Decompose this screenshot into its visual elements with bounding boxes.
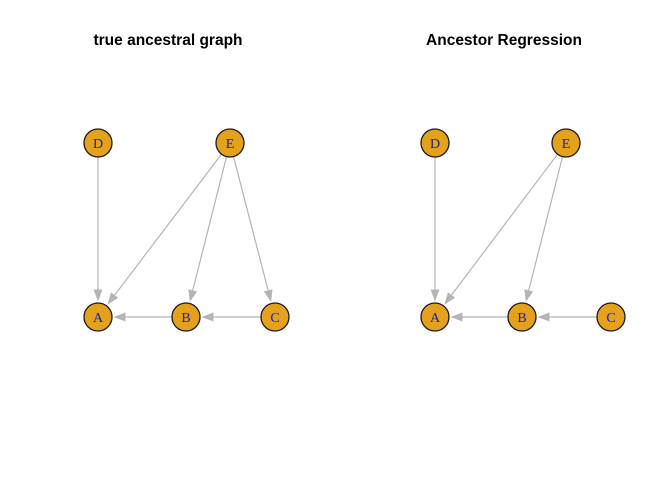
arrowhead-C-B-icon [537, 312, 550, 322]
node-circle-E [551, 128, 581, 158]
node-B: B [507, 302, 537, 332]
arrowhead-B-A-icon [113, 312, 126, 322]
edge-E-A [114, 153, 223, 296]
graph-ancestor-regression: D E A B C [420, 128, 626, 332]
node-circle-B [507, 302, 537, 332]
node-label-A: A [430, 311, 441, 326]
node-circle-C [260, 302, 290, 332]
node-label-C: C [606, 311, 615, 326]
node-E: E [215, 128, 245, 158]
edge-E-A [451, 153, 559, 296]
node-A: A [420, 302, 450, 332]
graph-true-ancestral: D E A B C [83, 128, 290, 332]
arrowhead-E-B-icon [524, 289, 534, 302]
arrowhead-E-A-icon [107, 292, 119, 305]
arrowhead-D-A-icon [93, 289, 103, 302]
node-label-B: B [517, 311, 526, 326]
node-label-B: B [181, 311, 190, 326]
node-A: A [83, 302, 113, 332]
node-label-D: D [93, 137, 103, 152]
panel-title-true-ancestral-graph: true ancestral graph [93, 32, 243, 49]
edge-E-B [192, 156, 228, 291]
panel-true-ancestral-graph: true ancestral graph D E A B C [83, 32, 290, 332]
edge-E-C [232, 156, 269, 291]
node-circle-B [171, 302, 201, 332]
edge-E-B [528, 156, 564, 291]
panel-title-ancestor-regression: Ancestor Regression [426, 32, 582, 49]
node-D: D [420, 128, 450, 158]
node-circle-C [596, 302, 626, 332]
node-circle-A [420, 302, 450, 332]
arrowhead-E-A-icon [444, 292, 456, 305]
node-label-C: C [270, 311, 279, 326]
node-C: C [596, 302, 626, 332]
arrowhead-D-A-icon [430, 289, 440, 302]
node-circle-D [83, 128, 113, 158]
node-label-E: E [226, 137, 235, 152]
arrowhead-E-C-icon [263, 289, 273, 302]
node-label-A: A [93, 311, 104, 326]
node-label-E: E [562, 137, 571, 152]
arrowhead-C-B-icon [201, 312, 214, 322]
panel-ancestor-regression: Ancestor Regression D E A B C [336, 0, 672, 480]
node-E: E [551, 128, 581, 158]
node-circle-D [420, 128, 450, 158]
node-D: D [83, 128, 113, 158]
node-C: C [260, 302, 290, 332]
arrowhead-B-A-icon [450, 312, 463, 322]
arrowhead-E-B-icon [188, 289, 198, 302]
node-label-D: D [430, 137, 440, 152]
node-circle-E [215, 128, 245, 158]
node-B: B [171, 302, 201, 332]
node-circle-A [83, 302, 113, 332]
